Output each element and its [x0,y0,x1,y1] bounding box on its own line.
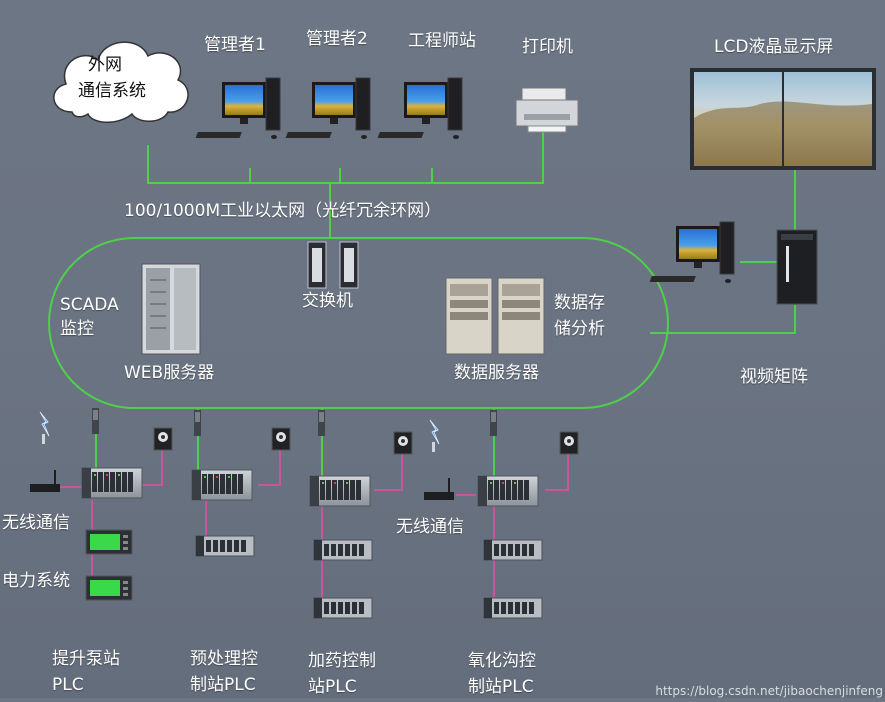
station3-label-line2: 站PLC [308,677,357,697]
scada-label-line2: 监控 [60,319,94,339]
plc-rack-icon [477,475,539,507]
top-bus-line [147,128,544,184]
camera-icon [393,431,413,455]
hmi-panel-icon [85,529,133,555]
server-tower-icon [141,263,201,355]
plc-rack-icon [309,475,371,507]
cam1-link [142,448,163,486]
video-matrix-icon [776,229,818,305]
scada-label-line1: SCADA [60,295,119,315]
power-system-label: 电力系统 [2,571,70,591]
wifi-antenna-icon [39,411,50,445]
station3-label-line1: 加药控制 [308,651,376,671]
io-module-icon [195,535,255,557]
station1-label-line2: PLC [52,675,84,695]
antenna-icon [194,410,201,436]
camera-icon [559,431,579,455]
io-module-icon [483,597,543,619]
station4-label-line2: 制站PLC [468,677,534,697]
web-server-label: WEB服务器 [124,363,215,383]
router-icon [424,478,454,500]
storage-label-line1: 数据存 [554,293,605,313]
wireless-label-2: 无线通信 [396,517,464,537]
station2-label-line2: 制站PLC [190,675,256,695]
desktop-computer-icon [285,77,371,140]
antenna-icon [92,408,99,434]
switch-label: 交换机 [302,291,353,311]
video-matrix-label: 视频矩阵 [740,367,808,387]
cloud-icon [53,41,189,123]
desktop-computer-icon [649,221,735,284]
lcd-wall-icon [690,68,876,170]
io-module-icon [483,539,543,561]
printer-label: 打印机 [522,37,573,57]
cam3-link [374,452,403,491]
cloud-label-line1: 外网 [88,55,122,75]
station1-label-line1: 提升泵站 [52,649,120,669]
ring-drop-lines [95,408,495,478]
ethernet-label: 100/1000M工业以太网（光纤冗余环网） [124,201,442,221]
camera-icon [271,427,291,451]
router-icon [30,470,60,492]
data-server-label: 数据服务器 [454,363,539,383]
ring-to-matrix-line [650,305,796,334]
pc-drop-lines [249,168,433,183]
wireless-label-1: 无线通信 [2,513,70,533]
manager2-label: 管理者2 [306,29,368,49]
hmi-panel-icon [85,575,133,601]
wifi-antenna-icon [429,419,440,453]
io-module-icon [313,597,373,619]
camera-icon [153,427,173,451]
lcd-label: LCD液晶显示屏 [714,37,834,57]
cabinet-server-icon [445,277,545,355]
io-module-icon [313,539,373,561]
manager1-label: 管理者1 [204,35,266,55]
switch-icon [307,241,359,289]
cam2-link [258,448,281,486]
printer-icon [515,87,579,133]
station2-label-line1: 预处理控 [190,649,258,669]
engineer-station-label: 工程师站 [408,31,476,51]
desktop-computer-icon [377,77,463,140]
cam4-link [545,452,569,491]
plc-rack-icon [191,469,253,501]
plc-rack-icon [81,467,143,499]
ethernet-ring [48,237,669,409]
desktop-computer-icon [195,77,281,140]
network-lines [48,128,796,478]
station4-label-line1: 氧化沟控 [468,651,536,671]
watermark-url: https://blog.csdn.net/jibaochenjinfeng [655,684,883,698]
storage-label-line2: 储分析 [554,319,605,339]
cloud-label-line2: 通信系统 [78,81,146,101]
antenna-icon [318,410,325,436]
antenna-icon [490,410,497,436]
